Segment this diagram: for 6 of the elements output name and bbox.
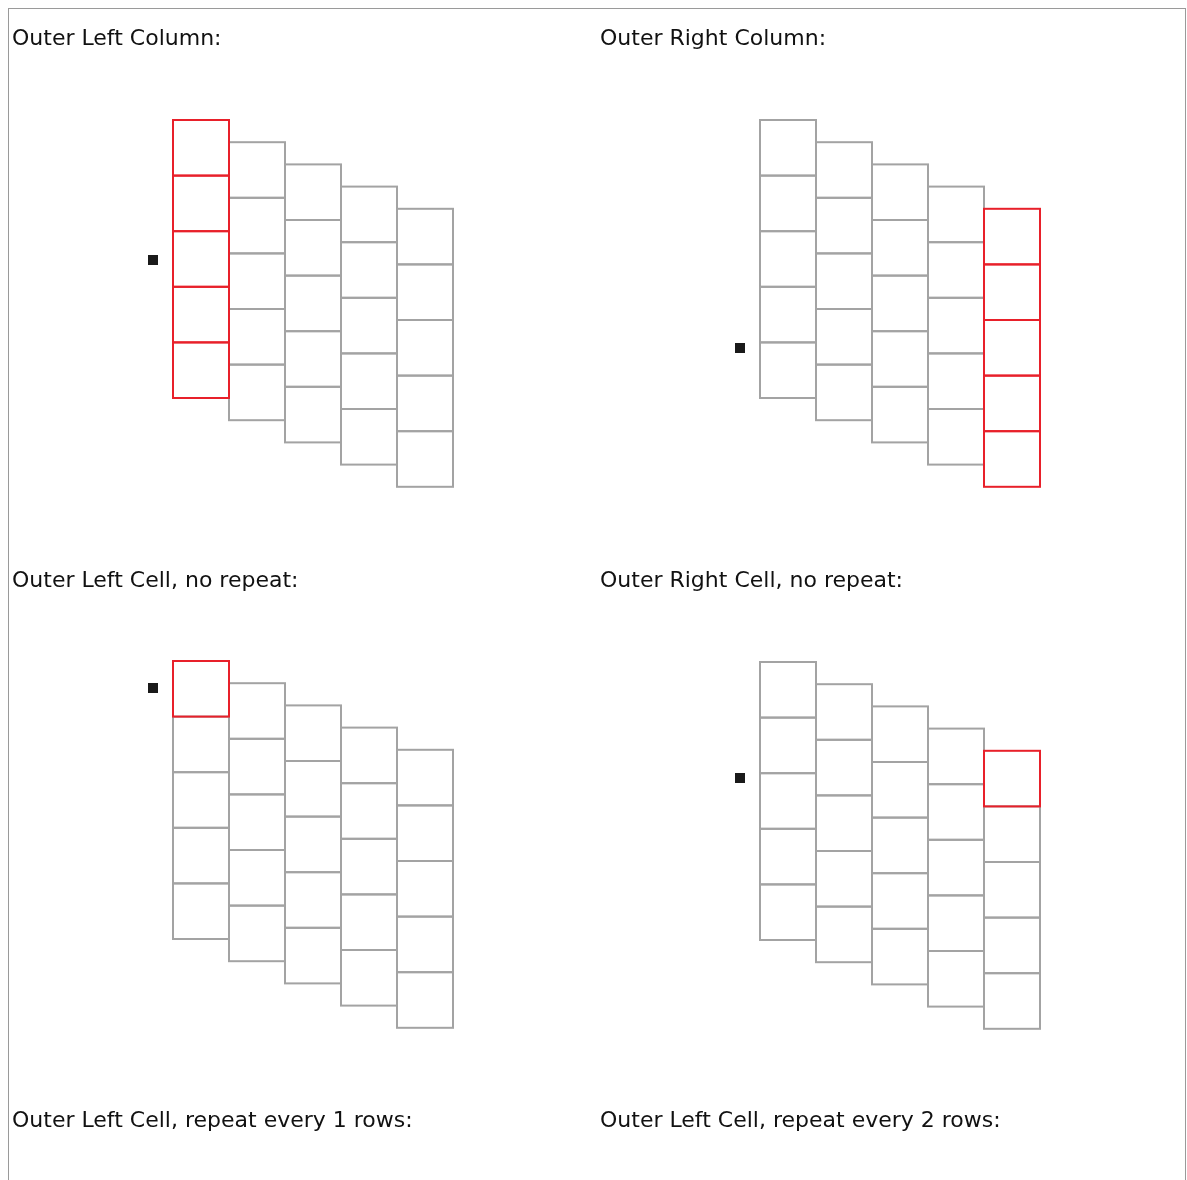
section-heading: Outer Left Cell, repeat every 2 rows:	[600, 1106, 1001, 1134]
section-heading: Outer Right Cell, no repeat:	[600, 566, 903, 594]
section-heading: Outer Right Column:	[600, 24, 827, 52]
section-heading: Outer Left Column:	[12, 24, 222, 52]
section-heading: Outer Left Cell, repeat every 1 rows:	[12, 1106, 413, 1134]
section-heading: Outer Left Cell, no repeat:	[12, 566, 299, 594]
